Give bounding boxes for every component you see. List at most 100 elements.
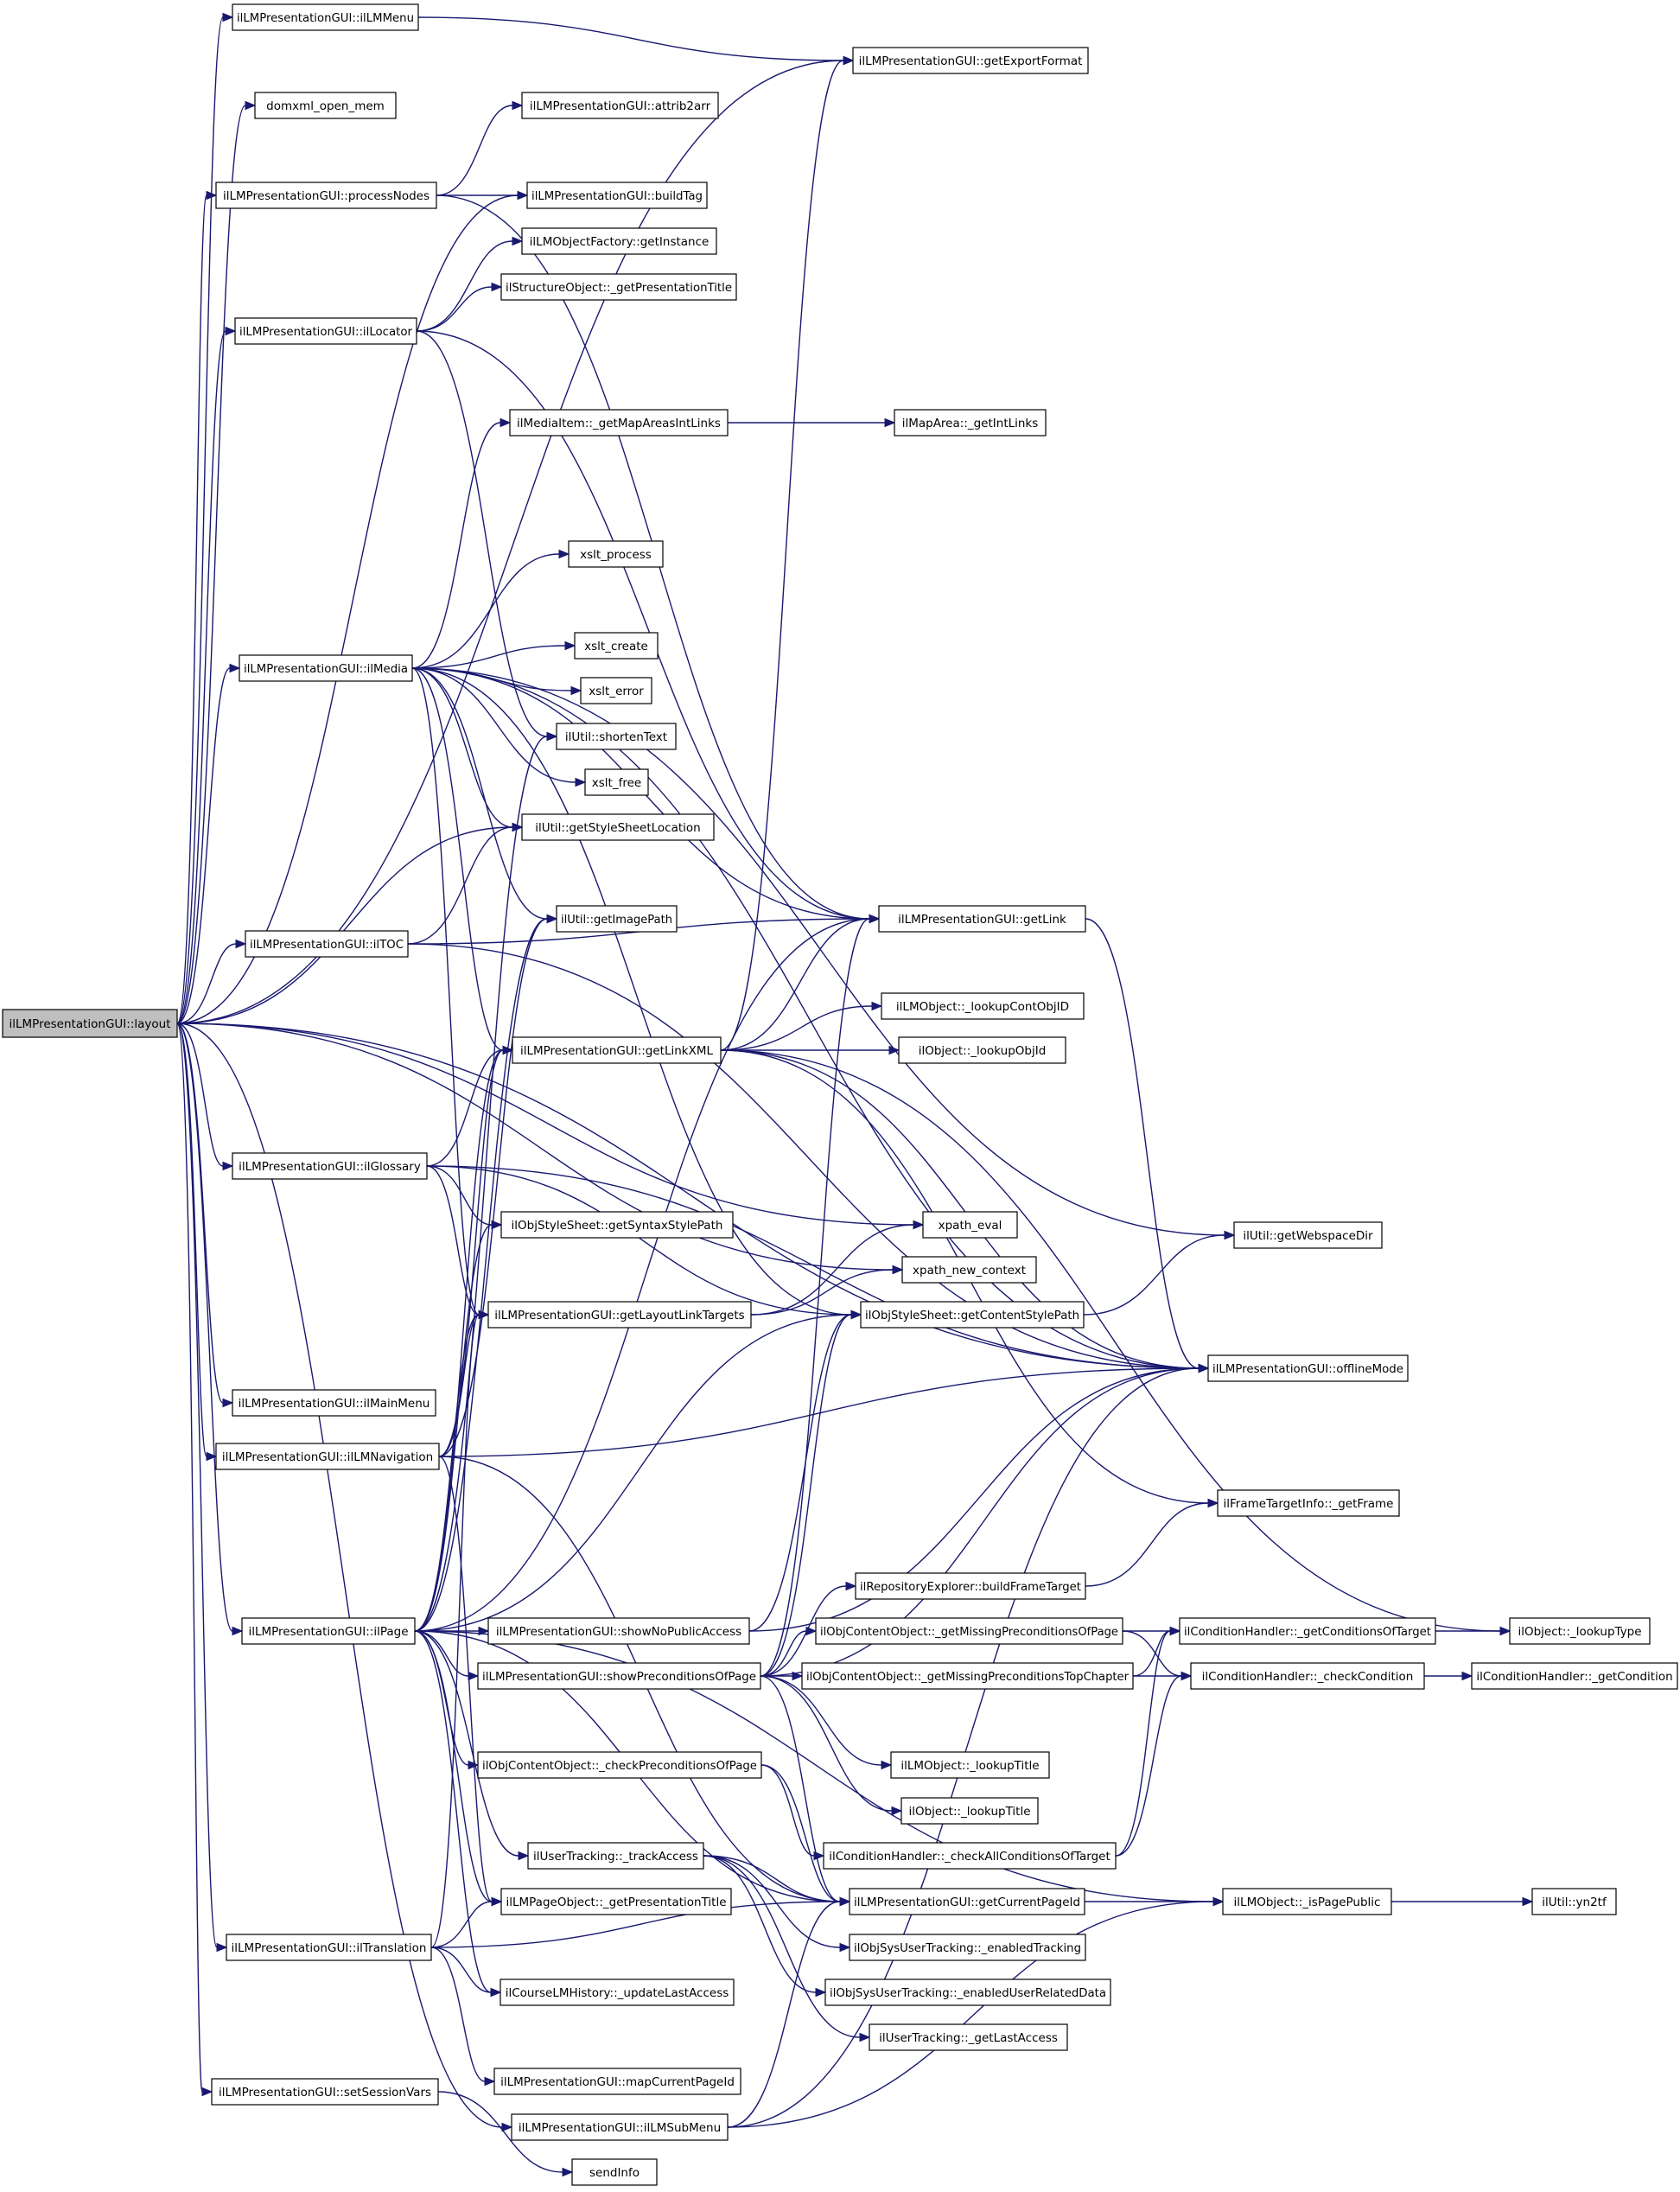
node-get-missing-preconditions-of-page[interactable]: ilObjContentObject::_getMissingPrecondit…	[815, 1617, 1123, 1645]
arrow-head-icon	[558, 549, 570, 559]
node-attrib2arr[interactable]: ilLMPresentationGUI::attrib2arr	[521, 92, 719, 119]
arrow-head-icon	[512, 100, 524, 111]
node-map-current-page-id[interactable]: ilLMPresentationGUI::mapCurrentPageId	[493, 2068, 741, 2095]
call-edge-il-translation-to-map-current-page-id	[430, 1947, 496, 2087]
node-get-last-access[interactable]: ilUserTracking::_getLastAccess	[869, 2023, 1068, 2051]
arrow-head-icon	[792, 1671, 804, 1681]
node-shorten-text[interactable]: ilUtil::shortenText	[556, 723, 677, 750]
node-label: xpath_new_context	[913, 1264, 1026, 1278]
node-box	[860, 1301, 1085, 1329]
node-label: ilLMPresentationGUI::ilMedia	[244, 662, 408, 676]
node-offline-mode[interactable]: ilLMPresentationGUI::offlineMode	[1207, 1354, 1409, 1382]
call-edge-get-link-xml-to-lookup-type	[720, 1049, 1511, 1636]
node-show-no-public-access[interactable]: ilLMPresentationGUI::showNoPublicAccess	[487, 1617, 750, 1645]
call-edge-il-page-to-track-access	[414, 1630, 530, 1861]
call-edge-il-locator-to-get-instance	[416, 236, 524, 332]
node-il-lmnavigation[interactable]: ilLMPresentationGUI::ilLMNavigation	[215, 1443, 440, 1470]
node-il-lmsub-menu[interactable]: ilLMPresentationGUI::ilLMSubMenu	[511, 2113, 729, 2141]
node-get-frame[interactable]: ilFrameTargetInfo::_getFrame	[1217, 1489, 1400, 1517]
node-send-info[interactable]: sendInfo	[571, 2158, 658, 2186]
node-label: ilLMPresentationGUI::getLayoutLinkTarget…	[494, 1309, 744, 1322]
node-layout[interactable]: ilLMPresentationGUI::layout	[2, 1009, 178, 1038]
call-edge-il-translation-to-update-last-access	[430, 1947, 502, 1998]
node-get-pres-title-struct[interactable]: ilStructureObject::_getPresentationTitle	[500, 273, 737, 301]
node-xslt-free[interactable]: xslt_free	[584, 768, 649, 796]
node-show-preconditions-of-page[interactable]: ilLMPresentationGUI::showPreconditionsOf…	[477, 1662, 761, 1690]
node-lookup-type[interactable]: ilObject::_lookupType	[1509, 1617, 1651, 1645]
arrow-head-icon	[222, 12, 234, 22]
node-get-missing-preconditions-top-chapter[interactable]: ilObjContentObject::_getMissingPrecondit…	[801, 1662, 1134, 1690]
node-il-translation[interactable]: ilLMPresentationGUI::ilTranslation	[226, 1934, 432, 1961]
node-get-link-xml[interactable]: ilLMPresentationGUI::getLinkXML	[512, 1036, 722, 1064]
node-il-glossary[interactable]: ilLMPresentationGUI::ilGlossary	[232, 1152, 428, 1180]
node-get-content-style-path[interactable]: ilObjStyleSheet::getContentStylePath	[860, 1301, 1085, 1329]
node-update-last-access[interactable]: ilCourseLMHistory::_updateLastAccess	[500, 1979, 735, 2006]
node-lookup-cont-obj-id[interactable]: ilLMObject::_lookupContObjID	[881, 992, 1085, 1020]
arrow-head-icon	[881, 1760, 893, 1770]
node-box	[849, 1934, 1086, 1961]
call-edge-layout-to-domxml-open-mem	[176, 100, 257, 1024]
node-il-lmmenu[interactable]: ilLMPresentationGUI::ilLMMenu	[232, 3, 419, 31]
node-get-pres-title-page[interactable]: ilLMPageObject::_getPresentationTitle	[500, 1888, 732, 1915]
node-get-webspace-dir[interactable]: ilUtil::getWebspaceDir	[1233, 1221, 1383, 1249]
node-enabled-tracking[interactable]: ilObjSysUserTracking::_enabledTracking	[849, 1934, 1086, 1961]
node-get-condition[interactable]: ilConditionHandler::_getCondition	[1471, 1662, 1678, 1690]
node-set-session-vars[interactable]: ilLMPresentationGUI::setSessionVars	[211, 2078, 439, 2106]
node-label: ilLMPresentationGUI::ilLocator	[239, 325, 412, 339]
node-box	[890, 1751, 1050, 1779]
node-lm-lookup-title[interactable]: ilLMObject::_lookupTitle	[890, 1751, 1050, 1779]
node-domxml-open-mem[interactable]: domxml_open_mem	[254, 92, 397, 119]
node-il-page[interactable]: ilLMPresentationGUI::ilPage	[241, 1617, 416, 1645]
call-edge-build-frame-target-to-get-frame	[1085, 1498, 1219, 1587]
call-edge-il-media-to-xslt-process	[411, 549, 570, 669]
arrow-head-icon	[478, 1626, 490, 1636]
node-il-media[interactable]: ilLMPresentationGUI::ilMedia	[239, 654, 413, 682]
node-check-condition[interactable]: ilConditionHandler::_checkCondition	[1190, 1662, 1425, 1690]
node-get-style-sheet-location[interactable]: ilUtil::getStyleSheetLocation	[521, 813, 715, 841]
node-build-tag[interactable]: ilLMPresentationGUI::buildTag	[526, 182, 708, 209]
arrow-head-icon	[1499, 1626, 1511, 1636]
node-xpath-new-context[interactable]: xpath_new_context	[901, 1256, 1037, 1284]
node-get-int-links[interactable]: ilMapArea::_getIntLinks	[894, 409, 1047, 436]
node-label: xslt_create	[584, 640, 648, 653]
node-enabled-user-related-data[interactable]: ilObjSysUserTracking::_enabledUserRelate…	[824, 1979, 1111, 2006]
node-track-access[interactable]: ilUserTracking::_trackAccess	[527, 1842, 704, 1870]
node-lookup-obj-id[interactable]: ilObject::_lookupObjId	[898, 1036, 1066, 1064]
node-il-locator[interactable]: ilLMPresentationGUI::ilLocator	[234, 317, 417, 345]
node-box	[493, 2068, 741, 2095]
node-get-map-areas-int-links[interactable]: ilMediaItem::_getMapAreasIntLinks	[509, 409, 729, 436]
node-get-layout-link-targets[interactable]: ilLMPresentationGUI::getLayoutLinkTarget…	[487, 1301, 752, 1329]
node-obj-lookup-title[interactable]: ilObject::_lookupTitle	[900, 1797, 1039, 1825]
node-get-syntax-style-path[interactable]: ilObjStyleSheet::getSyntaxStylePath	[500, 1211, 734, 1239]
node-check-preconditions-of-page[interactable]: ilObjContentObject::_checkPreconditionsO…	[477, 1751, 762, 1779]
node-xpath-eval[interactable]: xpath_eval	[922, 1211, 1018, 1239]
call-edge-il-media-to-xslt-create	[411, 640, 576, 669]
node-xslt-error[interactable]: xslt_error	[580, 677, 652, 704]
node-get-link[interactable]: ilLMPresentationGUI::getLink	[878, 905, 1086, 933]
node-is-page-public[interactable]: ilLMObject::_isPagePublic	[1222, 1888, 1392, 1915]
node-il-toc[interactable]: ilLMPresentationGUI::ilTOC	[245, 930, 409, 958]
arrow-head-icon	[201, 2087, 213, 2097]
node-xslt-create[interactable]: xslt_create	[574, 632, 659, 660]
node-get-current-page-id[interactable]: ilLMPresentationGUI::getCurrentPageId	[849, 1888, 1085, 1915]
node-get-instance[interactable]: ilLMObjectFactory::getInstance	[521, 227, 717, 255]
arrow-head-icon	[570, 685, 582, 696]
node-label: ilLMPresentationGUI::getLink	[898, 913, 1066, 927]
arrow-head-icon	[517, 190, 529, 201]
node-box	[521, 227, 717, 255]
node-il-main-menu[interactable]: ilLMPresentationGUI::ilMainMenu	[232, 1389, 436, 1417]
node-get-image-path[interactable]: ilUtil::getImagePath	[556, 905, 678, 933]
node-build-frame-target[interactable]: ilRepositoryExplorer::buildFrameTarget	[855, 1572, 1086, 1600]
call-edge-layout-to-build-tag	[176, 190, 529, 1024]
arrow-head-icon	[843, 55, 855, 66]
arrow-head-icon	[888, 1045, 900, 1055]
node-label: ilLMPresentationGUI::ilTOC	[250, 938, 404, 952]
node-xslt-process[interactable]: xslt_process	[568, 540, 664, 568]
node-yn2tf[interactable]: ilUtil::yn2tf	[1531, 1888, 1617, 1915]
node-get-conditions-of-target[interactable]: ilConditionHandler::_getConditionsOfTarg…	[1179, 1617, 1436, 1645]
node-check-all-conditions-of-target[interactable]: ilConditionHandler::_checkAllConditionsO…	[823, 1842, 1117, 1870]
call-edge-il-page-to-shorten-text	[414, 731, 558, 1632]
node-get-export-format[interactable]: ilLMPresentationGUI::getExportFormat	[852, 47, 1089, 74]
arrow-head-icon	[562, 2167, 574, 2177]
node-process-nodes[interactable]: ilLMPresentationGUI::processNodes	[215, 182, 437, 209]
